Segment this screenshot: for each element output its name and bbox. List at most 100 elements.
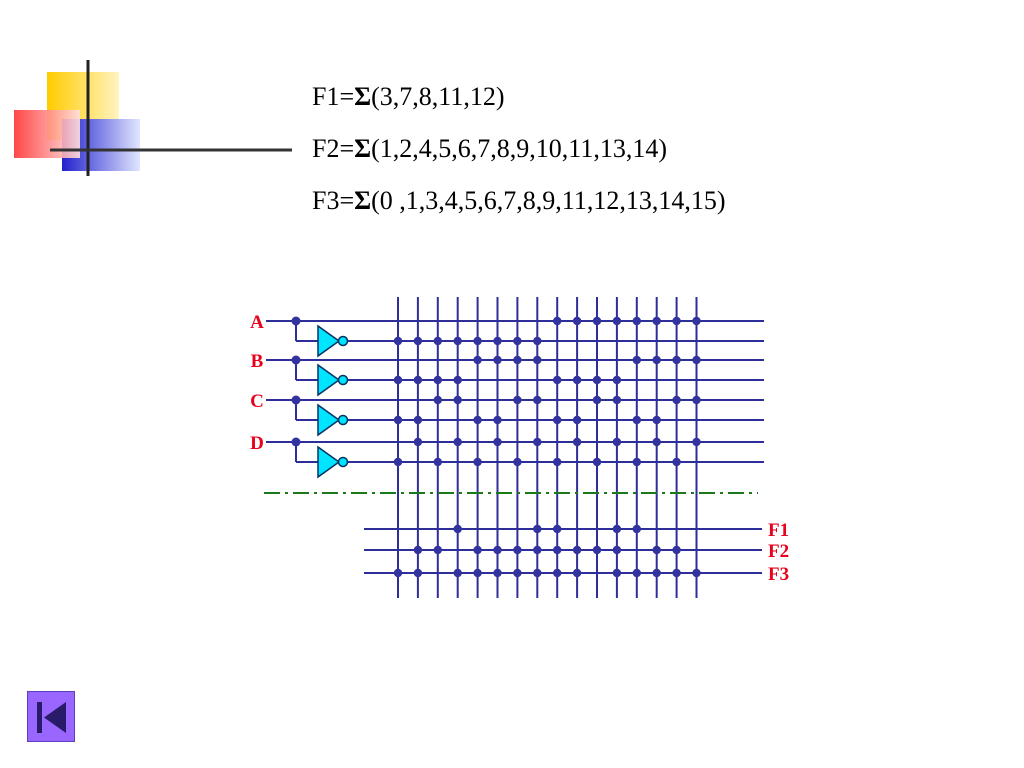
equation-prefix: F1=	[312, 82, 355, 111]
and-connection-dot	[592, 457, 602, 467]
input-label: B	[251, 351, 264, 372]
junction-dot	[291, 437, 301, 447]
or-connection-dot	[652, 568, 661, 578]
and-connection-dot	[433, 336, 442, 346]
and-connection-dot	[533, 355, 542, 365]
and-connection-dot	[672, 355, 681, 365]
inverter-gate	[317, 363, 341, 397]
and-connection-dot	[612, 375, 622, 385]
and-connection-dot	[393, 336, 403, 346]
or-connection-dot	[493, 545, 502, 555]
and-connection-dot	[692, 355, 701, 365]
inverter-gate	[317, 403, 341, 437]
equation-f1: F1=Σ(3,7,8,11,12)	[312, 82, 504, 112]
and-connection-dot	[692, 437, 701, 447]
and-connection-dot	[533, 395, 542, 405]
and-connection-dot	[632, 355, 641, 365]
or-connection-dot	[572, 568, 582, 578]
and-connection-dot	[493, 336, 502, 346]
and-connection-dot	[652, 437, 661, 447]
and-connection-dot	[553, 415, 562, 425]
and-connection-dot	[393, 457, 403, 467]
and-connection-dot	[413, 437, 423, 447]
and-connection-dot	[413, 336, 423, 346]
or-connection-dot	[453, 524, 462, 534]
and-connection-dot	[493, 355, 502, 365]
or-connection-dot	[652, 545, 661, 555]
and-connection-dot	[572, 375, 582, 385]
or-connection-dot	[553, 545, 562, 555]
sigma-symbol: Σ	[354, 186, 372, 215]
equation-f2: F2=Σ(1,2,4,5,6,7,8,9,10,11,13,14)	[312, 134, 667, 164]
inverter-bubble	[337, 374, 349, 386]
input-label: A	[250, 312, 264, 333]
input-label: D	[250, 433, 264, 454]
and-connection-dot	[592, 375, 602, 385]
decorative-corner-graphic	[14, 60, 292, 176]
and-connection-dot	[473, 336, 482, 346]
or-connection-dot	[393, 568, 403, 578]
and-connection-dot	[433, 457, 442, 467]
equation-prefix: F3=	[312, 186, 355, 215]
output-label: F2	[768, 541, 789, 562]
equation-prefix: F2=	[312, 134, 355, 163]
sigma-symbol: Σ	[354, 134, 372, 163]
back-to-start-icon	[37, 702, 66, 733]
or-connection-dot	[413, 545, 423, 555]
inverter-gate	[317, 324, 341, 358]
and-connection-dot	[433, 395, 442, 405]
and-connection-dot	[513, 457, 522, 467]
and-connection-dot	[632, 316, 641, 326]
or-connection-dot	[612, 545, 622, 555]
equation-terms: (3,7,8,11,12)	[371, 82, 505, 111]
and-connection-dot	[672, 457, 681, 467]
or-connection-dot	[513, 545, 522, 555]
and-connection-dot	[453, 375, 462, 385]
inverter-gate	[317, 445, 341, 479]
or-connection-dot	[453, 568, 462, 578]
or-connection-dot	[433, 545, 442, 555]
and-connection-dot	[572, 437, 582, 447]
or-connection-dot	[473, 545, 482, 555]
and-connection-dot	[533, 336, 542, 346]
or-connection-dot	[473, 568, 482, 578]
and-connection-dot	[473, 457, 482, 467]
and-connection-dot	[393, 415, 403, 425]
equation-terms: (0 ,1,3,4,5,6,7,8,9,11,12,13,14,15)	[371, 186, 726, 215]
or-connection-dot	[672, 545, 681, 555]
and-connection-dot	[592, 316, 602, 326]
and-connection-dot	[592, 395, 602, 405]
and-connection-dot	[652, 316, 661, 326]
and-connection-dot	[493, 415, 502, 425]
and-connection-dot	[433, 375, 442, 385]
and-connection-dot	[612, 395, 622, 405]
and-connection-dot	[652, 355, 661, 365]
inverter-bubble	[337, 335, 349, 347]
and-connection-dot	[672, 316, 681, 326]
equation-f3: F3=Σ(0 ,1,3,4,5,6,7,8,9,11,12,13,14,15)	[312, 186, 725, 216]
back-to-start-button[interactable]	[27, 691, 75, 742]
or-connection-dot	[672, 568, 681, 578]
or-connection-dot	[692, 568, 701, 578]
and-connection-dot	[473, 415, 482, 425]
and-connection-dot	[473, 355, 482, 365]
or-connection-dot	[612, 524, 622, 534]
and-connection-dot	[533, 437, 542, 447]
input-label: C	[250, 391, 264, 412]
junction-dot	[291, 316, 301, 326]
and-connection-dot	[513, 336, 522, 346]
or-connection-dot	[533, 545, 542, 555]
and-connection-dot	[453, 395, 462, 405]
and-connection-dot	[692, 395, 701, 405]
and-connection-dot	[692, 316, 701, 326]
junction-dot	[291, 395, 301, 405]
or-connection-dot	[493, 568, 502, 578]
and-connection-dot	[612, 316, 622, 326]
and-connection-dot	[513, 355, 522, 365]
or-connection-dot	[612, 568, 622, 578]
inverter-bubble	[337, 456, 349, 468]
output-label: F3	[768, 564, 789, 585]
or-connection-dot	[632, 568, 641, 578]
sigma-symbol: Σ	[354, 82, 372, 111]
